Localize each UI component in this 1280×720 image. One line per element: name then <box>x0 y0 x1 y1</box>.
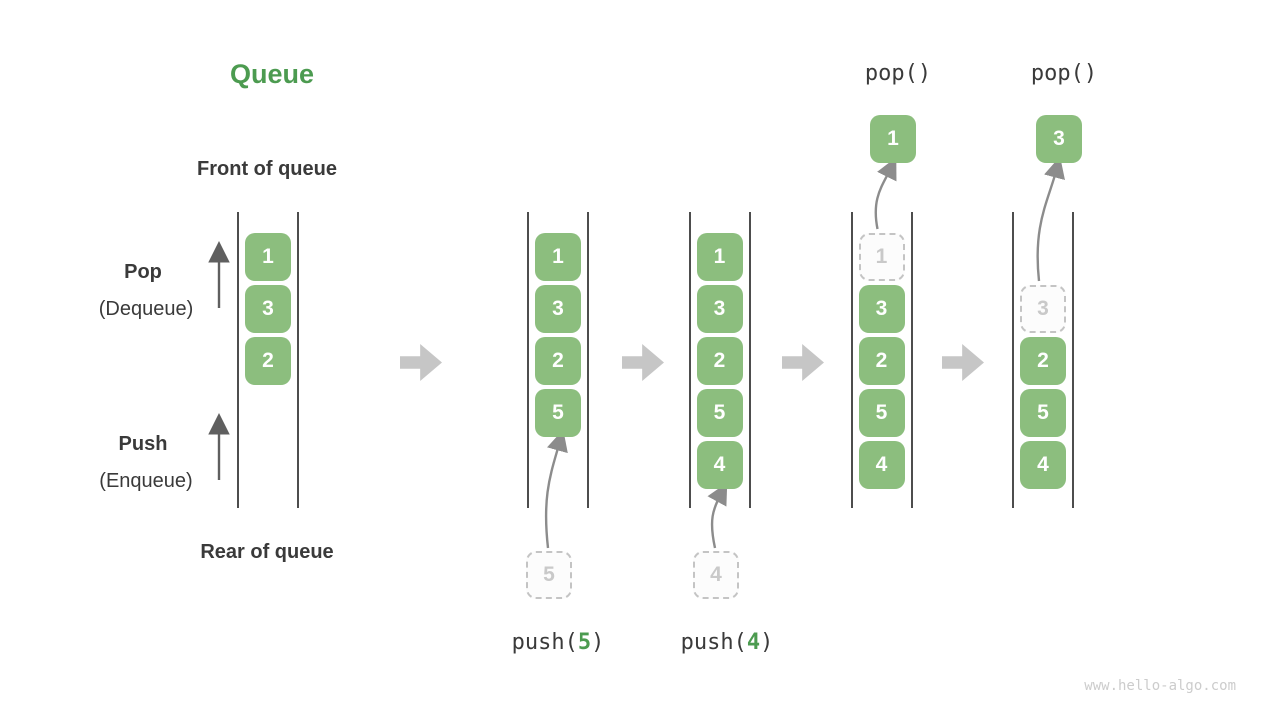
queue-rail <box>1012 212 1014 508</box>
transition-arrow-icon <box>400 344 442 381</box>
queue-element-4: 4 <box>696 441 743 489</box>
push-label: Push <box>118 433 168 455</box>
popped-element-1: 1 <box>870 115 916 163</box>
queue-element-2: 2 <box>535 337 581 385</box>
push-operation-label: push(4) <box>681 630 774 655</box>
push-label-part: push( <box>680 630 747 655</box>
queue-rail <box>850 212 853 508</box>
queue-rail <box>688 212 691 508</box>
queue-element-3: 3 <box>535 285 581 333</box>
queue-element-1: 1 <box>535 233 581 281</box>
queue-rail <box>237 212 239 508</box>
pop-arrow <box>1036 156 1065 282</box>
queue-rail <box>527 212 529 508</box>
queue-element-4: 4 <box>1020 441 1066 489</box>
push-label-part: ) <box>591 630 605 655</box>
push-arrow <box>707 482 728 549</box>
push-operation-label: push(5) <box>512 630 605 655</box>
queue-element-2: 2 <box>1020 337 1066 385</box>
queue-rail <box>587 212 589 508</box>
queue-element-2: 2 <box>245 337 291 385</box>
enqueue-label: (Enqueue) <box>99 470 193 492</box>
queue-rail <box>297 212 299 508</box>
pop-label: Pop <box>124 261 162 283</box>
queue-element-1: 1 <box>245 233 291 281</box>
queue-element-2: 2 <box>696 337 743 385</box>
push-label-part: 4 <box>746 630 761 655</box>
queue-rail <box>748 212 751 508</box>
incoming-element-5: 5 <box>526 551 572 599</box>
pop-arrow <box>874 157 897 230</box>
popped-element-3: 3 <box>1036 115 1082 163</box>
pop-operation-label: pop() <box>1030 61 1098 86</box>
pop-operation-label: pop() <box>864 61 932 86</box>
queue-rail <box>1072 212 1074 508</box>
rear-of-queue-label: Rear of queue <box>200 541 334 563</box>
queue-element-4: 4 <box>858 441 905 489</box>
transition-arrow-icon <box>782 344 824 381</box>
push-label-part: push( <box>511 630 578 655</box>
queue-element-3: 3 <box>858 285 905 333</box>
push-label-part: 5 <box>577 630 592 655</box>
queue-element-3: 3 <box>1020 285 1066 333</box>
queue-element-3: 3 <box>696 285 743 333</box>
queue-element-5: 5 <box>1020 389 1066 437</box>
dequeue-label: (Dequeue) <box>98 298 194 320</box>
push-arrow <box>544 429 568 549</box>
queue-element-2: 2 <box>858 337 905 385</box>
queue-rail <box>910 212 913 508</box>
queue-element-1: 1 <box>696 233 743 281</box>
diagram-title: Queue <box>230 59 315 89</box>
push-label-part: ) <box>760 630 774 655</box>
front-of-queue-label: Front of queue <box>197 158 337 180</box>
watermark: www.hello-algo.com <box>1084 678 1236 694</box>
queue-element-3: 3 <box>245 285 291 333</box>
transition-arrow-icon <box>942 344 984 381</box>
queue-element-5: 5 <box>696 389 743 437</box>
queue-element-5: 5 <box>535 389 581 437</box>
incoming-element-4: 4 <box>693 551 739 599</box>
transition-arrow-icon <box>622 344 664 381</box>
queue-element-1: 1 <box>858 233 905 281</box>
queue-element-5: 5 <box>858 389 905 437</box>
